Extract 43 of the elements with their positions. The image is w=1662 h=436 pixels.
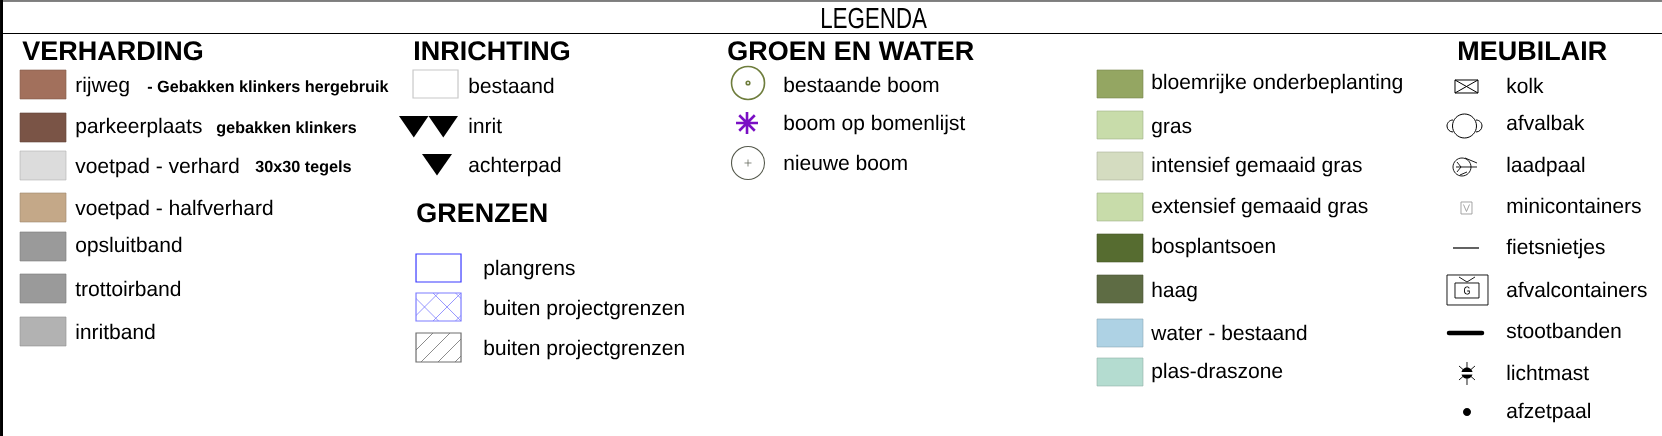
section-heading: MEUBILAIR bbox=[1459, 41, 1607, 61]
symbol-letter: G bbox=[1464, 286, 1470, 295]
note-text: gebakken klinkers bbox=[216, 121, 356, 137]
legend-label: stootbanden bbox=[1506, 322, 1621, 339]
legend-label: achterpad bbox=[469, 156, 561, 177]
section-heading: GROEN EN WATER bbox=[728, 41, 974, 61]
legend-label: lichtmast bbox=[1507, 364, 1589, 381]
legend-label: bestaand bbox=[469, 77, 554, 94]
legend-label: extensief gemaaid gras bbox=[1152, 197, 1368, 218]
legend-label: plangrens bbox=[484, 259, 575, 280]
legend-label: plas-draszone bbox=[1152, 362, 1283, 383]
legend-label: intensief gemaaid gras bbox=[1152, 156, 1362, 177]
legend-label: trottoirband bbox=[75, 280, 181, 297]
legend-label: afzetpaal bbox=[1507, 402, 1590, 423]
legend-label: voetpad - verhard bbox=[75, 157, 239, 178]
legend-label: rijweg bbox=[76, 76, 129, 97]
note-text: 30x30 tegels bbox=[255, 160, 351, 176]
section-heading: INRICHTING bbox=[415, 41, 570, 61]
legend-label: afvalbak bbox=[1507, 114, 1585, 131]
section-heading: VERHARDING bbox=[22, 41, 203, 61]
legend-label: buiten projectgrenzen bbox=[484, 299, 684, 320]
legend-label: fietsnietjes bbox=[1506, 238, 1605, 259]
legend-label: voetpad - halfverhard bbox=[75, 199, 273, 220]
legend-label: bestaande boom bbox=[784, 76, 939, 93]
legend-label: minicontainers bbox=[1507, 197, 1641, 214]
legend-label: bosplantsoen bbox=[1152, 237, 1275, 258]
legend-label: laadpaal bbox=[1507, 156, 1585, 177]
legend-label: haag bbox=[1152, 281, 1197, 302]
legend-label: inrit bbox=[469, 117, 502, 134]
legend-label: gras bbox=[1152, 121, 1192, 138]
legend-label: inritband bbox=[76, 323, 155, 340]
legend-label: nieuwe boom bbox=[784, 154, 907, 171]
legend-label: parkeerplaats bbox=[76, 117, 202, 138]
section-heading: GRENZEN bbox=[417, 203, 547, 223]
legend-label: kolk bbox=[1507, 77, 1544, 94]
note-text: - Gebakken klinkers hergebruik bbox=[147, 80, 389, 96]
legend-label: opsluitband bbox=[76, 236, 182, 257]
legend-label: afvalcontainers bbox=[1507, 281, 1647, 298]
legend-label: water - bestaand bbox=[1151, 324, 1307, 341]
legend-title: LEGENDA bbox=[822, 7, 927, 29]
legend-label: buiten projectgrenzen bbox=[484, 339, 684, 360]
legend-label: boom op bomenlijst bbox=[784, 114, 966, 135]
legend-label: bloemrijke onderbeplanting bbox=[1152, 73, 1402, 94]
